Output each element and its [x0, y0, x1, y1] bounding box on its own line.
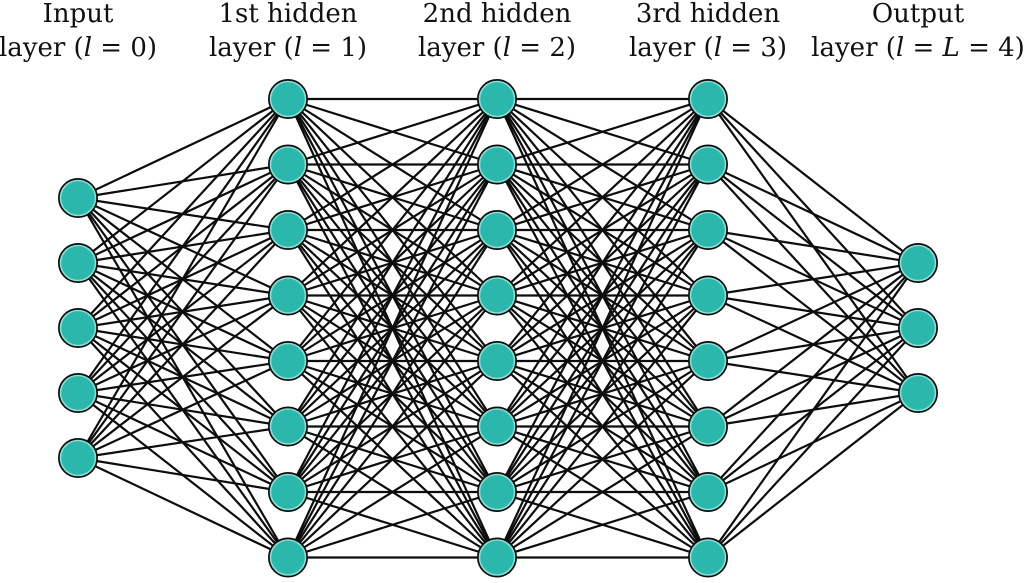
- neuron-hidden-2-0: [477, 79, 517, 119]
- neuron-hidden-1-4: [268, 341, 308, 381]
- neuron-highlight-ring: [689, 211, 727, 249]
- neuron-hidden-1-6: [268, 472, 308, 512]
- neuron-highlight-ring: [689, 277, 727, 314]
- neuron-highlight-ring: [478, 146, 516, 183]
- neuron-highlight-ring: [269, 408, 307, 445]
- edges-input-to-hidden-1: [77, 98, 289, 559]
- neuron-input-4: [58, 438, 98, 478]
- layer-label-input-line1: Input: [42, 0, 114, 29]
- neuron-hidden-3-1: [688, 144, 728, 185]
- neuron-hidden-2-2: [477, 210, 517, 250]
- neuron-highlight-ring: [59, 439, 97, 477]
- neurons-output: [898, 243, 938, 413]
- layer-label-output-line2: layer (l = L = 4): [811, 33, 1025, 63]
- neuron-highlight-ring: [478, 473, 516, 511]
- neuron-hidden-2-4: [477, 341, 517, 381]
- layer-label-hidden-2: 2nd hidden layer (l = 2): [418, 0, 576, 65]
- neuron-highlight-ring: [478, 539, 516, 576]
- layer-label-hidden-1: 1st hidden layer (l = 1): [209, 0, 367, 65]
- layer-label-input-line2: layer (l = 0): [0, 33, 158, 63]
- neurons-input: [58, 178, 98, 478]
- neuron-hidden-2-1: [477, 144, 517, 185]
- neuron-hidden-3-3: [688, 275, 728, 316]
- neuron-highlight-ring: [269, 473, 307, 511]
- neuron-highlight-ring: [478, 277, 516, 314]
- edges-hidden-3-to-output: [707, 98, 919, 559]
- neurons-hidden-2: [477, 79, 517, 578]
- neuron-highlight-ring: [269, 80, 307, 118]
- neuron-hidden-3-0: [688, 79, 728, 119]
- neuron-highlight-ring: [689, 146, 727, 183]
- neuron-highlight-ring: [269, 277, 307, 314]
- neuron-input-2: [58, 308, 98, 348]
- neuron-hidden-3-4: [688, 341, 728, 381]
- neuron-highlight-ring: [478, 408, 516, 445]
- neuron-highlight-ring: [269, 539, 307, 576]
- neurons-hidden-3: [688, 79, 728, 578]
- layer-label-input: Input layer (l = 0): [0, 0, 157, 65]
- neuron-hidden-2-3: [477, 275, 517, 316]
- layer-label-output-line1: Output: [871, 0, 965, 29]
- neuron-hidden-1-1: [268, 144, 308, 185]
- neuron-highlight-ring: [269, 342, 307, 380]
- neuron-hidden-1-5: [268, 406, 308, 447]
- neuron-highlight-ring: [269, 211, 307, 249]
- neuron-highlight-ring: [478, 342, 516, 380]
- edges-hidden-2-to-hidden-3: [496, 97, 709, 559]
- layer-label-output: Output layer (l = L = 4): [811, 0, 1025, 65]
- layer-label-hidden-3: 3rd hidden layer (l = 3): [629, 0, 787, 65]
- neuron-hidden-2-6: [477, 472, 517, 512]
- neuron-highlight-ring: [899, 309, 937, 347]
- neuron-input-1: [58, 243, 98, 283]
- neuron-hidden-3-6: [688, 472, 728, 512]
- edges-hidden-1-to-hidden-2: [286, 97, 499, 559]
- neuron-highlight-ring: [59, 309, 97, 347]
- layer-label-hidden-3-line2: layer (l = 3): [628, 33, 788, 63]
- neuron-highlight-ring: [689, 80, 727, 118]
- neuron-highlight-ring: [689, 342, 727, 380]
- neuron-hidden-3-2: [688, 210, 728, 250]
- layer-label-hidden-2-line1: 2nd hidden: [422, 0, 572, 29]
- neuron-input-3: [58, 373, 98, 413]
- neuron-hidden-3-7: [688, 537, 728, 578]
- neuron-hidden-1-2: [268, 210, 308, 250]
- neuron-highlight-ring: [689, 408, 727, 445]
- neuron-highlight-ring: [59, 374, 97, 412]
- neuron-hidden-1-3: [268, 275, 308, 316]
- neuron-hidden-1-7: [268, 537, 308, 578]
- neuron-hidden-2-7: [477, 537, 517, 578]
- layer-label-hidden-1-line1: 1st hidden: [218, 0, 358, 29]
- neuron-input-0: [58, 178, 98, 218]
- neuron-highlight-ring: [478, 211, 516, 249]
- neuron-hidden-3-5: [688, 406, 728, 447]
- neuron-highlight-ring: [59, 179, 97, 217]
- layer-label-hidden-2-line2: layer (l = 2): [417, 33, 577, 63]
- neuron-output-2: [898, 373, 938, 413]
- neuron-highlight-ring: [478, 80, 516, 118]
- neuron-hidden-2-5: [477, 406, 517, 447]
- neuron-highlight-ring: [689, 473, 727, 511]
- neuron-highlight-ring: [59, 244, 97, 282]
- neuron-highlight-ring: [899, 374, 937, 412]
- neuron-output-1: [898, 308, 938, 348]
- neuron-highlight-ring: [689, 539, 727, 576]
- neurons-hidden-1: [268, 79, 308, 578]
- layer-label-hidden-1-line2: layer (l = 1): [208, 33, 368, 63]
- layer-label-hidden-3-line1: 3rd hidden: [635, 0, 781, 29]
- neuron-highlight-ring: [899, 244, 937, 282]
- neuron-highlight-ring: [269, 146, 307, 183]
- neuron-output-0: [898, 243, 938, 283]
- neuron-hidden-1-0: [268, 79, 308, 119]
